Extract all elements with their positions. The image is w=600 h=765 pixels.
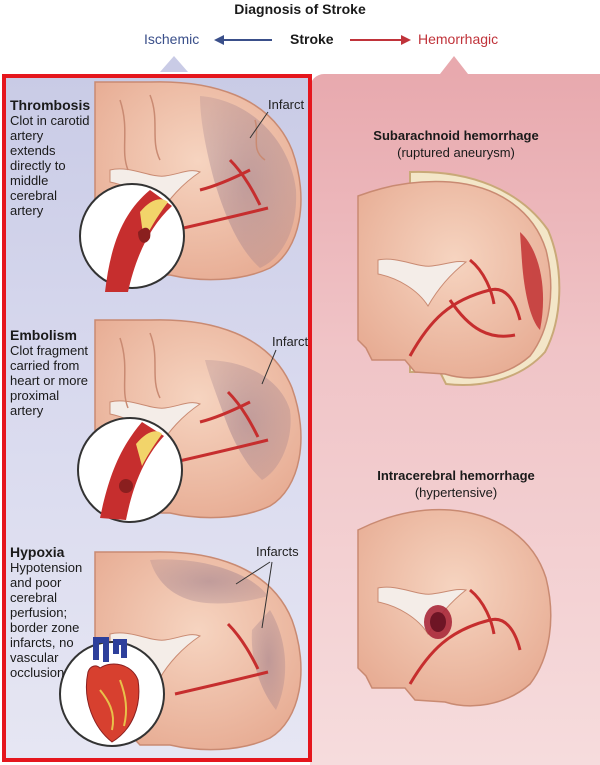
page-title: Diagnosis of Stroke	[234, 1, 366, 17]
subarachnoid-title: Subarachnoid hemorrhage	[373, 128, 539, 143]
thrombosis-title: Thrombosis	[10, 97, 91, 113]
hypoxia-title: Hypoxia	[10, 544, 65, 560]
embolism-title: Embolism	[10, 327, 77, 343]
hypoxia-description: Hypotension and poor cerebral perfusion;…	[10, 560, 83, 680]
heart-illustration	[85, 637, 140, 743]
stroke-heading: Stroke	[290, 31, 334, 47]
embolism-infarct-label: Infarct	[272, 334, 309, 349]
embolism-description: Clot fragment carried from heart or more…	[10, 343, 89, 418]
intracerebral-title: Intracerebral hemorrhage	[377, 468, 535, 483]
hemorrhagic-heading: Hemorrhagic	[418, 31, 499, 47]
thrombosis-infarct-label: Infarct	[268, 97, 305, 112]
intracerebral-subtitle: (hypertensive)	[414, 485, 498, 500]
embolism-clot-artery	[100, 422, 164, 520]
header-arrows	[160, 35, 468, 74]
subarachnoid-subtitle: (ruptured aneurysm)	[397, 145, 515, 160]
brain-subarachnoid	[357, 170, 561, 386]
brain-intracerebral	[357, 508, 552, 707]
ischemic-heading: Ischemic	[144, 31, 200, 47]
thrombosis-description: Clot in carotid artery extends directly …	[10, 113, 90, 218]
infarct-leader-1	[249, 111, 269, 139]
thrombosis-clot-artery	[105, 190, 172, 292]
infarct-leader-2	[261, 349, 277, 385]
hypoxia-infarcts-label: Infarcts	[256, 544, 299, 559]
